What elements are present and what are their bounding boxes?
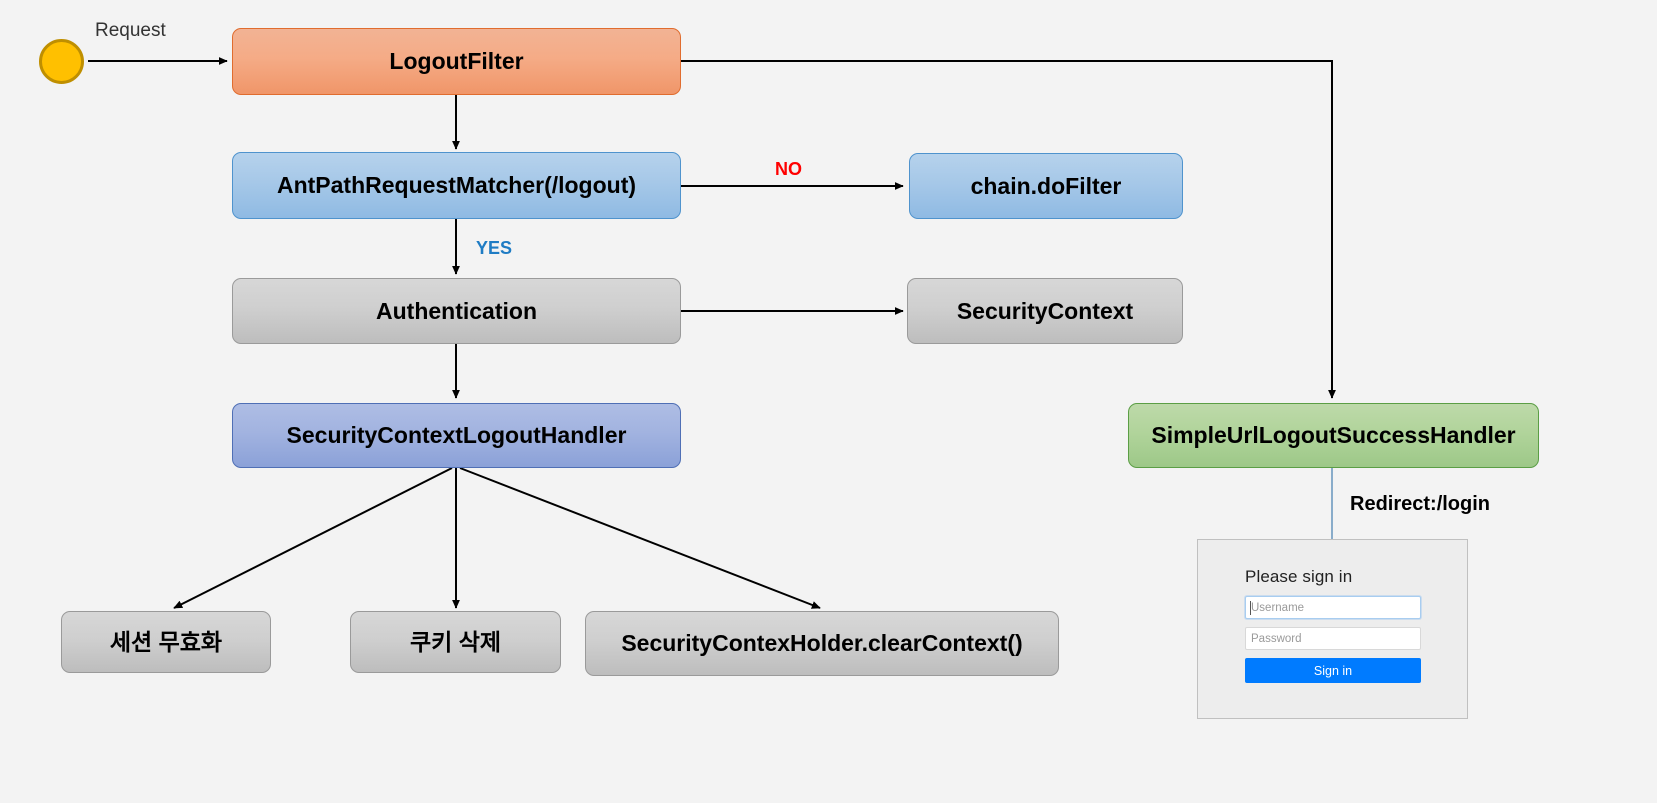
edge-label-no: NO [775, 159, 802, 179]
node-ant-path-request-matcher[interactable]: AntPathRequestMatcher(/logout) [232, 152, 681, 219]
node-simple-url-logout-success-handler[interactable]: SimpleUrlLogoutSuccessHandler [1128, 403, 1539, 468]
sign-in-button[interactable]: Sign in [1245, 658, 1421, 683]
edge-logoutfilter-to-successhandler [681, 60, 1336, 399]
node-cookie-delete[interactable]: 쿠키 삭제 [350, 611, 561, 673]
login-title: Please sign in [1245, 567, 1353, 586]
start-node[interactable] [39, 39, 84, 84]
edge-label-request: Request [95, 20, 166, 41]
edge-logouthandler-to-session [173, 467, 453, 609]
node-security-context[interactable]: SecurityContext [907, 278, 1183, 344]
login-page-preview: Please sign in Username Password Sign in [1197, 539, 1468, 719]
node-logout-filter[interactable]: LogoutFilter [232, 28, 681, 95]
node-chain-do-filter[interactable]: chain.doFilter [909, 153, 1183, 219]
password-input[interactable]: Password [1245, 627, 1421, 650]
edge-label-redirect: Redirect:/login [1350, 493, 1491, 515]
edge-logouthandler-to-clearcontext [459, 467, 821, 609]
node-security-context-logout-handler[interactable]: SecurityContextLogoutHandler [232, 403, 681, 468]
node-clear-context[interactable]: SecurityContexHolder.clearContext() [585, 611, 1059, 676]
username-input[interactable]: Username [1245, 596, 1421, 619]
edge-label-yes: YES [476, 238, 513, 258]
node-authentication[interactable]: Authentication [232, 278, 681, 344]
node-session-invalidate[interactable]: 세션 무효화 [61, 611, 271, 673]
